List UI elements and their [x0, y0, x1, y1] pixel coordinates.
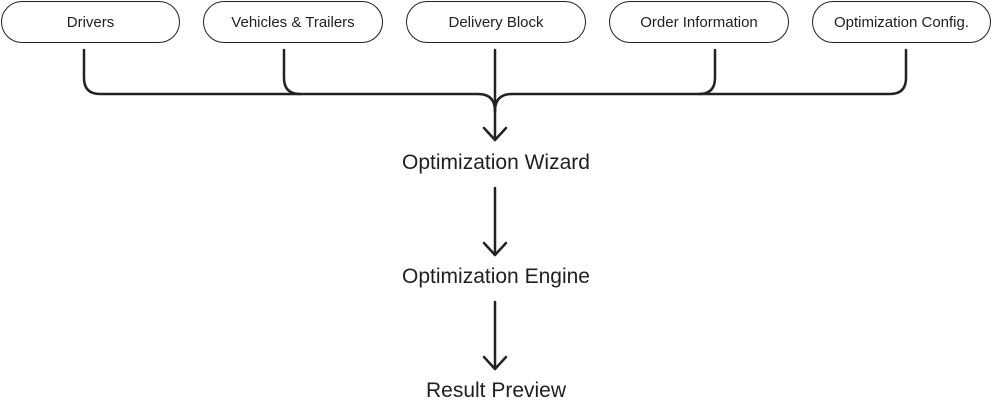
input-order-information: Order Information	[609, 1, 789, 43]
connector-order-information	[697, 48, 717, 96]
connector-optimization-config	[493, 48, 908, 113]
stage-optimization-engine: Optimization Engine	[402, 265, 590, 288]
input-vehicles-trailers: Vehicles & Trailers	[203, 1, 383, 43]
stage-result-preview: Result Preview	[425, 379, 567, 402]
input-drivers: Drivers	[1, 1, 180, 43]
input-delivery-block: Delivery Block	[406, 1, 586, 43]
input-optimization-config: Optimization Config.	[812, 1, 991, 43]
arrowhead-wizard	[482, 126, 508, 142]
arrowhead-preview	[482, 355, 508, 371]
arrowhead-engine	[482, 241, 508, 257]
stage-optimization-wizard: Optimization Wizard	[402, 151, 590, 174]
connector-vehicles-trailers	[282, 48, 302, 96]
connector-drivers	[82, 48, 497, 113]
